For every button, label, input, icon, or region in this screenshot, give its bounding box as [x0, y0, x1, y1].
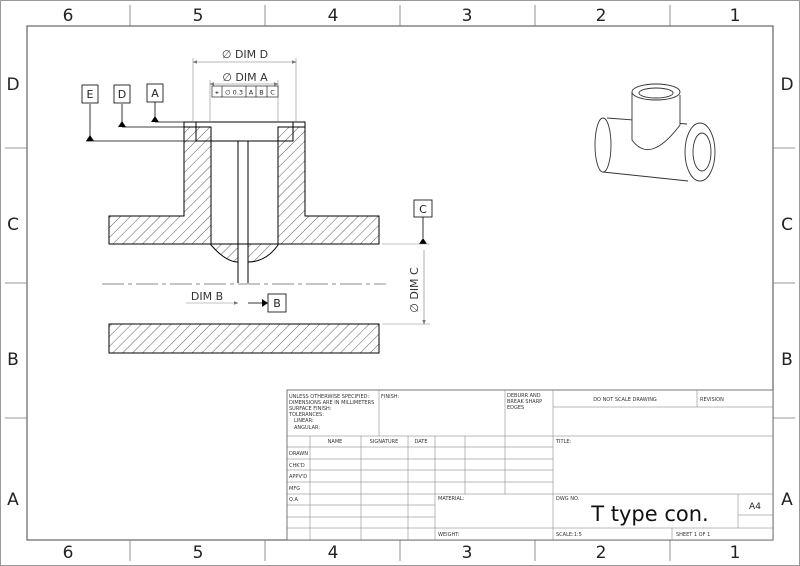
sheet-label: SHEET 1 OF 1	[676, 532, 710, 538]
title-label: TITLE:	[555, 439, 572, 445]
wall-top-left	[108, 126, 239, 263]
note-tolerances: TOLERANCES:	[288, 412, 324, 418]
section-view	[102, 121, 386, 354]
feature-control-frame: ⌖ ∅ 0.3 A B C	[211, 85, 279, 98]
zone-col-top-3: 4	[328, 6, 339, 26]
note-dimensions: DIMENSIONS ARE IN MILLIMETERS	[289, 400, 374, 406]
datum-d-label: D	[118, 88, 126, 101]
zone-col-top-4: 3	[462, 6, 473, 26]
annotations: E D A ∅ DIM D ∅ DIM A ⌖ ∅ 0.3 A B C	[81, 48, 433, 325]
header-date: DATE	[414, 439, 427, 445]
fcf-datum-1: A	[249, 89, 254, 97]
header-signature: SIGNATURE	[370, 439, 399, 445]
title-block: UNLESS OTHERWISE SPECIFIED: DIMENSIONS A…	[286, 389, 774, 541]
datum-c-label: C	[419, 203, 427, 216]
zone-labels: 6 5 4 3 2 1 6 5 4 3 2 1 D C B A D C B A	[6, 6, 793, 563]
zone-row-right-b: B	[781, 350, 793, 370]
dwg-no-label: DWG NO.	[556, 496, 580, 502]
role-qa: Q.A	[289, 497, 299, 503]
wall-bottom	[108, 323, 380, 354]
weight-label: WEIGHT:	[438, 532, 460, 538]
zone-col-bottom-2: 5	[193, 543, 204, 563]
role-mfg: MFG	[289, 486, 300, 492]
drawing-name: T type con.	[590, 502, 708, 526]
zone-row-right-c: C	[781, 215, 793, 235]
finish-label: FINISH:	[381, 394, 399, 400]
fcf-datum-3: C	[270, 89, 275, 97]
dim-a-label: ∅ DIM A	[222, 71, 268, 84]
note-surface: SURFACE FINISH:	[289, 406, 332, 412]
zone-ticks	[5, 5, 795, 561]
role-drawn: DRAWN	[289, 451, 308, 457]
revision-label: REVISION	[700, 397, 724, 403]
datum-a-label: A	[151, 87, 159, 100]
scale-label: SCALE:1:5	[556, 532, 582, 538]
position-icon: ⌖	[215, 89, 219, 97]
zone-col-bottom-4: 3	[462, 543, 473, 563]
role-approved: APPV'D	[289, 474, 307, 480]
do-not-scale: DO NOT SCALE DRAWING	[593, 397, 657, 403]
deburr-line-3: EDGES	[507, 405, 524, 411]
fcf-tolerance: ∅ 0.3	[225, 89, 243, 97]
zone-col-bottom-3: 4	[328, 543, 339, 563]
datum-b-label: B	[273, 297, 281, 310]
header-name: NAME	[328, 439, 343, 445]
dim-b-label: DIM B	[191, 290, 223, 303]
zone-col-bottom-5: 2	[596, 543, 607, 563]
note-angular: ANGULAR:	[294, 425, 320, 431]
zone-col-top-2: 5	[193, 6, 204, 26]
zone-col-bottom-6: 1	[730, 543, 741, 563]
dim-d-label: ∅ DIM D	[222, 48, 268, 61]
zone-col-top-1: 6	[63, 6, 74, 26]
dim-c-label: ∅ DIM C	[408, 267, 421, 313]
fcf-datum-2: B	[259, 89, 263, 97]
counterbore	[183, 121, 306, 142]
zone-row-left-a: A	[7, 490, 19, 510]
zone-row-right-d: D	[780, 75, 793, 95]
wall-top-right	[247, 126, 380, 263]
deburr-line-2: BREAK SHARP	[507, 399, 542, 405]
zone-col-top-6: 1	[730, 6, 741, 26]
isometric-view	[594, 83, 716, 182]
role-checked: CHK'D	[289, 463, 305, 469]
zone-row-left-c: C	[7, 215, 19, 235]
material-label: MATERIAL:	[438, 496, 465, 502]
deburr-line-1: DEBURR AND	[507, 393, 541, 399]
zone-row-left-b: B	[7, 350, 19, 370]
note-linear: LINEAR:	[294, 418, 314, 424]
note-unless: UNLESS OTHERWISE SPECIFIED:	[289, 394, 369, 400]
zone-col-bottom-1: 6	[63, 543, 74, 563]
zone-row-right-a: A	[781, 490, 793, 510]
sheet-size: A4	[749, 502, 761, 512]
zone-col-top-5: 2	[596, 6, 607, 26]
zone-row-left-d: D	[6, 75, 19, 95]
datum-e-label: E	[87, 88, 94, 101]
